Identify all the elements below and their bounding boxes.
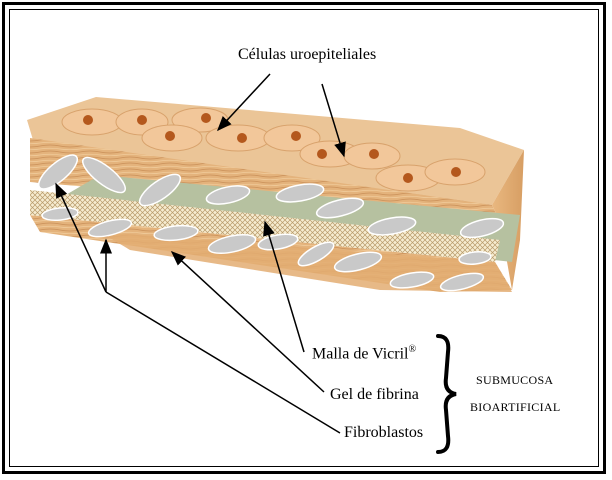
fibroblast [333,251,383,273]
outer-frame [2,2,606,474]
nucleus [237,133,247,143]
nucleus [403,173,413,183]
arrow-cells-left [216,73,271,132]
arrow-gel [170,250,325,393]
label-vicryl-mesh-text: Malla de Vicril [312,345,409,363]
fibroblast [37,154,79,190]
fibroblast [138,173,182,207]
nucleus [165,131,175,141]
label-urothelial-cells: Células uroepiteliales [238,46,377,63]
trademark-symbol: ® [408,344,417,355]
fibroblast [153,224,199,242]
pointer-arrows [55,73,346,434]
arrow-fibro-1 [105,291,341,434]
fibroblasts [37,154,505,292]
fibroblast [82,156,126,194]
fibroblast [459,217,505,239]
nucleus [451,167,461,177]
nucleus [317,149,327,159]
group-brace [436,334,457,454]
fibroblast [458,251,492,265]
fibroblast [315,197,365,219]
arrow-mesh [263,220,305,353]
inner-frame [9,9,599,467]
nucleus [137,115,147,125]
fibroblast [205,185,251,205]
fibroblast [297,241,335,267]
fibroblast [389,271,435,289]
fibroblast [207,233,257,255]
nucleus [369,149,379,159]
nucleus [291,131,301,141]
nucleus [83,115,93,125]
arrow-fibro-2 [55,182,107,293]
label-bioartificial: BIOARTIFICIAL [470,400,561,414]
label-vicryl-mesh: Malla de Vicril® [312,344,416,363]
fibroblast [275,183,325,203]
nucleus [201,113,211,123]
arrow-cells-right [321,83,346,158]
fibroblast [87,218,133,238]
label-fibrin-gel: Gel de fibrina [330,386,419,403]
fibroblast [257,233,299,251]
fibroblast [439,272,485,292]
label-fibroblasts: Fibroblastos [344,424,424,441]
label-submucosa: SUBMUCOSA [476,373,554,387]
fibroblast [367,216,417,236]
stroma-upper [30,138,500,222]
